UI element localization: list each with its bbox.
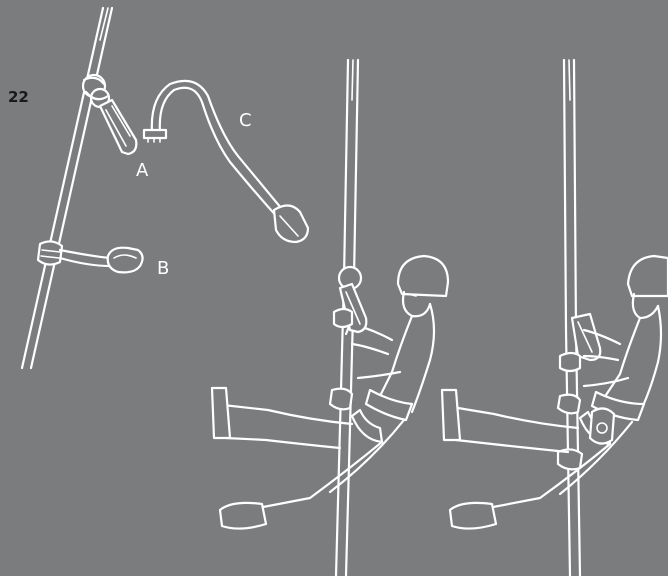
helmet-icon — [398, 256, 448, 296]
helmet-icon — [628, 256, 668, 296]
knot-a-icon — [83, 75, 109, 107]
label-c: C — [239, 110, 252, 131]
knot-b-icon — [38, 241, 62, 264]
diagonal-rope-icon — [22, 8, 112, 368]
label-a: A — [136, 160, 148, 181]
label-b: B — [157, 258, 169, 279]
lanyard-c-icon — [144, 81, 308, 242]
carabiner-b-icon — [108, 248, 143, 273]
sling-b-icon — [60, 250, 110, 266]
climber-2-icon — [442, 256, 668, 529]
carabiner-a-icon — [100, 100, 136, 154]
climber-1-icon — [212, 256, 448, 529]
